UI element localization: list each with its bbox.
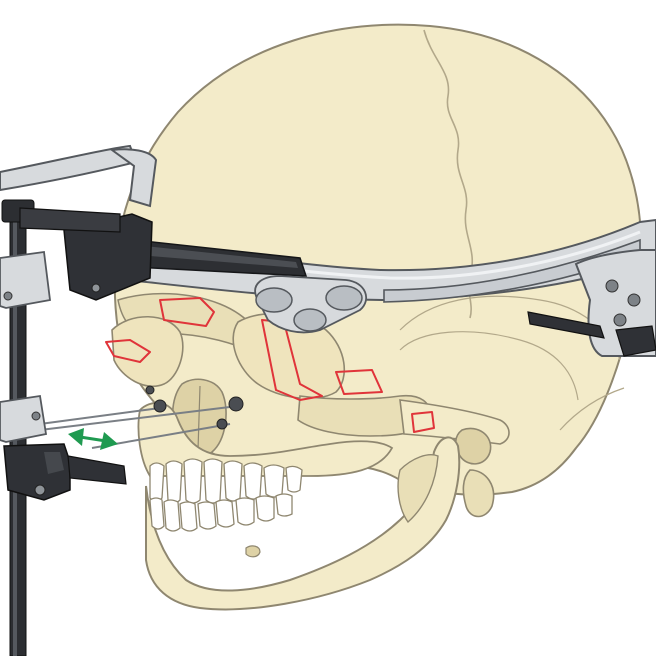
side-knob (615, 325, 656, 357)
distraction-arrow-icon (68, 428, 118, 450)
middle-rod-clamp (0, 394, 48, 443)
mandible (145, 436, 461, 611)
squamosal-suture (399, 331, 579, 401)
lower-teeth (149, 493, 293, 532)
horizontal-tube (19, 207, 121, 233)
osteotomy-arch (411, 411, 435, 433)
upper-rod-clamp (0, 250, 51, 309)
lower-clamp-screw (67, 455, 127, 485)
anchor-screw-right (228, 396, 244, 412)
nasal-septum (197, 385, 201, 451)
mandible-ramus-shadow (397, 454, 439, 524)
vertical-rod-assembly (0, 199, 127, 656)
lambdoid-hint (559, 387, 625, 431)
mastoid-process (462, 469, 495, 518)
anchor-screw-left (153, 399, 167, 413)
external-auditory-meatus (454, 427, 492, 465)
osteotomy-orbital-left (105, 339, 151, 363)
halo-arc-side (109, 148, 158, 208)
halo-frame (0, 144, 656, 357)
osteotomy-zygomatic (335, 369, 383, 395)
mental-foramen (245, 545, 261, 558)
osteotomy-frontonasal (159, 297, 215, 327)
side-pin (527, 311, 605, 339)
front-clamp-block (63, 213, 153, 301)
